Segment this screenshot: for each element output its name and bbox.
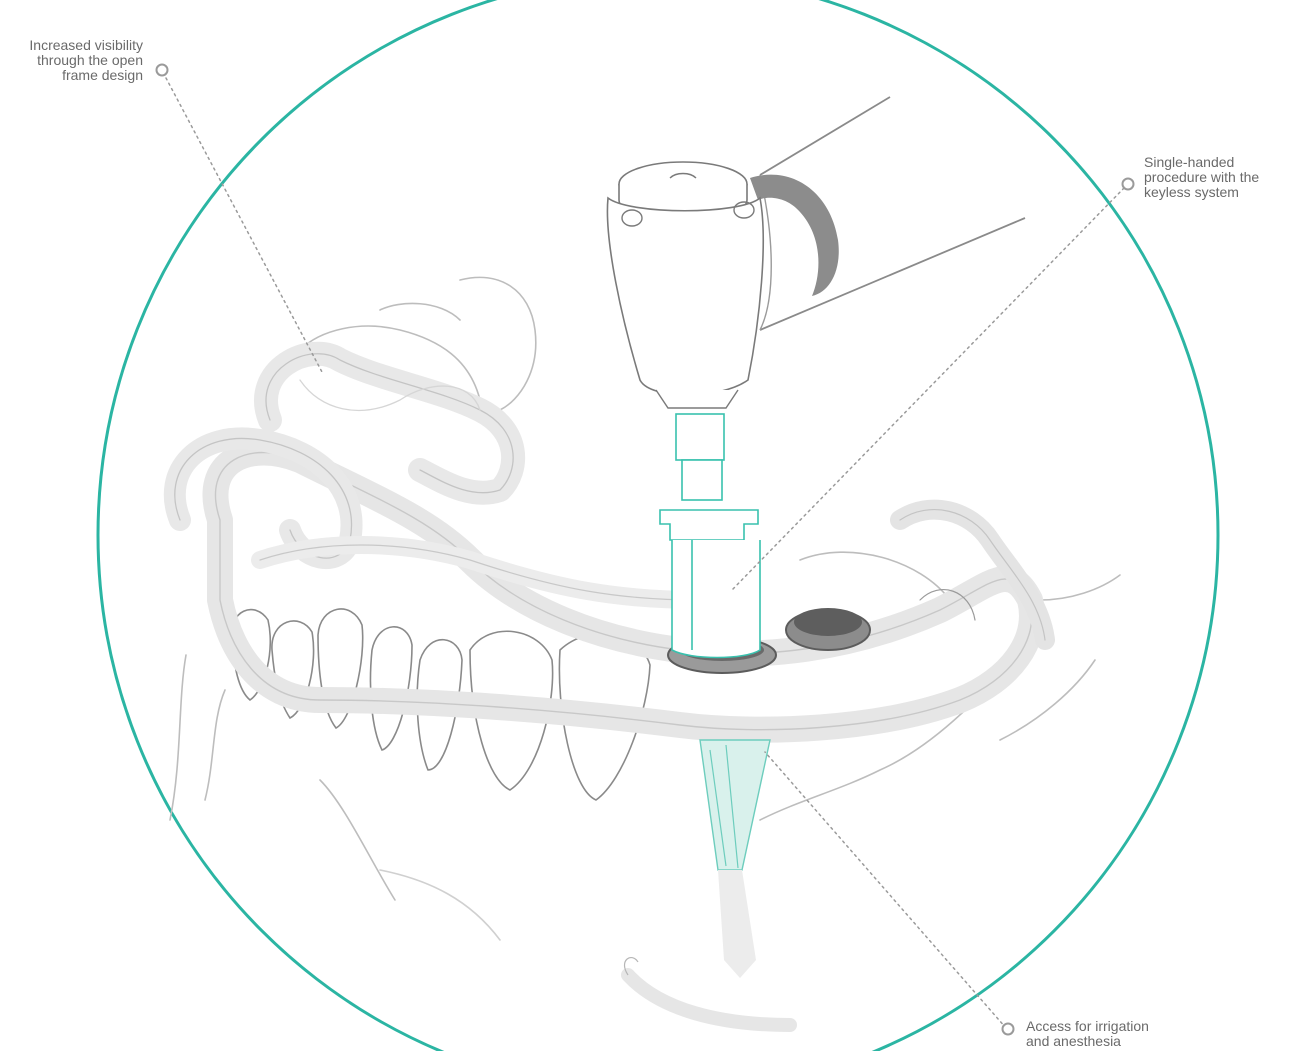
marker-single-handed (1123, 179, 1134, 190)
callout-access-text: Access for irrigation and anesthesia (1026, 1019, 1149, 1049)
callout-line: and anesthesia (1026, 1034, 1149, 1049)
callout-line: keyless system (1144, 185, 1259, 200)
teal-circle-frame (98, 0, 1218, 1051)
marker-access (1003, 1024, 1014, 1035)
callout-line: through the open (29, 53, 143, 68)
callout-visibility-text: Increased visibility through the open fr… (29, 38, 143, 83)
leader-access (765, 752, 1006, 1028)
leader-visibility (166, 78, 322, 372)
leader-single-handed (732, 188, 1124, 590)
callout-line: Increased visibility (29, 38, 143, 53)
nerve-arc (628, 975, 790, 1025)
marker-visibility (157, 65, 168, 76)
drill-bit (700, 740, 770, 978)
callout-line: procedure with the (1144, 170, 1259, 185)
callout-single-handed-text: Single-handed procedure with the keyless… (1144, 155, 1259, 200)
drill-shank (660, 414, 760, 658)
handpiece (607, 97, 1025, 408)
callout-line: Single-handed (1144, 155, 1259, 170)
callout-line: Access for irrigation (1026, 1019, 1149, 1034)
callout-line: frame design (29, 68, 143, 83)
